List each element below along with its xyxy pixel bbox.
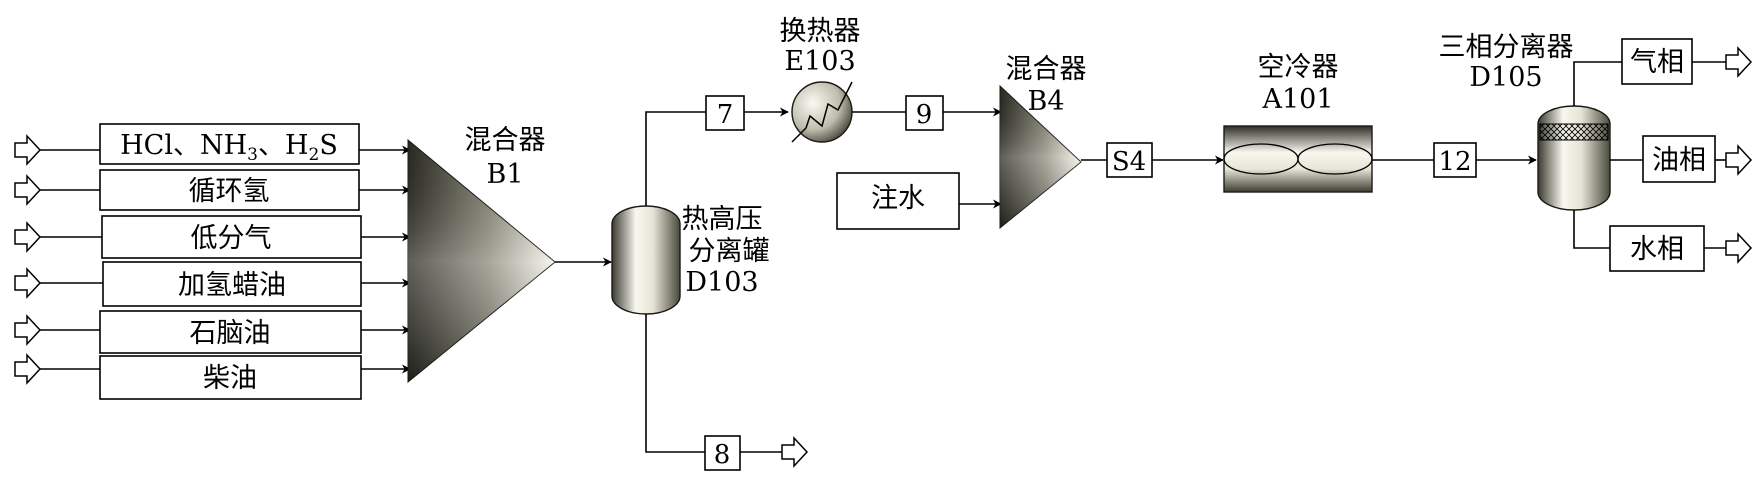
feed-naphtha: 石脑油 bbox=[14, 310, 411, 354]
separator-d103-vessel-icon bbox=[611, 205, 681, 315]
stream-8-label: 8 bbox=[714, 440, 731, 470]
separator-d105-label: 三相分离器 bbox=[1439, 32, 1574, 63]
stream-8-box bbox=[704, 435, 741, 471]
feed-label-low-pressure-gas: 低分气 bbox=[191, 223, 272, 254]
air-cooler-a101-id: A101 bbox=[1261, 84, 1333, 115]
feed-inlet-arrow-icon bbox=[14, 267, 42, 299]
feed-label-hydro-wax-oil: 加氢蜡油 bbox=[178, 270, 286, 301]
water-phase-label: 水相 bbox=[1630, 234, 1684, 265]
mixer-b4-label: 混合器 bbox=[1006, 54, 1087, 85]
feed-low-pressure-gas: 低分气 bbox=[14, 215, 411, 259]
feed-label-hcl-nh3-h2s: HCl、NH3、H2S bbox=[120, 130, 338, 165]
separator-d103-label-1: 热高压 bbox=[682, 204, 763, 235]
feed-inlet-arrow-icon bbox=[14, 221, 42, 253]
air-cooler-a101-label: 空冷器 bbox=[1258, 52, 1339, 83]
product-outlet-arrow-icon bbox=[781, 436, 809, 468]
stream-7-box bbox=[705, 95, 745, 131]
mixer-b1-id: B1 bbox=[486, 159, 523, 190]
air-cooler-a101: 空冷器 A101 bbox=[1223, 52, 1373, 193]
mixer-b1: 混合器 B1 bbox=[407, 125, 556, 384]
water-injection-label: 注水 bbox=[871, 183, 925, 214]
stream-9-box bbox=[905, 95, 944, 131]
heat-exchanger-e103-label: 换热器 bbox=[780, 16, 861, 47]
gas-phase-box bbox=[1621, 38, 1693, 85]
gas-outlet-arrow-icon bbox=[1725, 46, 1753, 78]
feed-hydro-wax-oil: 加氢蜡油 bbox=[14, 261, 411, 307]
feed-inlet-arrow-icon bbox=[14, 134, 42, 166]
stream-9-label: 9 bbox=[916, 100, 933, 130]
stream-12-box bbox=[1433, 142, 1477, 178]
stream-s4-label: S4 bbox=[1112, 147, 1146, 177]
feed-streams: HCl、NH3、H2S 循环氢 低分气 加氢蜡油 bbox=[14, 123, 411, 400]
mixer-b4: 混合器 B4 bbox=[999, 54, 1087, 230]
heat-exchanger-e103: 换热器 E103 bbox=[780, 16, 861, 143]
separator-d105: 三相分离器 D105 bbox=[1439, 32, 1611, 211]
feed-inlet-arrow-icon bbox=[14, 174, 42, 206]
feed-diesel: 柴油 bbox=[14, 353, 411, 400]
oil-outlet-arrow-icon bbox=[1725, 144, 1753, 176]
water-outlet-arrow-icon bbox=[1725, 232, 1753, 264]
water-injection-box bbox=[836, 172, 960, 230]
separator-d103: 热高压 分离罐 D103 bbox=[611, 204, 770, 315]
feed-recycle-hydrogen: 循环氢 bbox=[14, 169, 411, 211]
feed-label-recycle-hydrogen: 循环氢 bbox=[189, 176, 270, 207]
separator-d105-vessel-icon bbox=[1537, 105, 1611, 211]
oil-phase-label: 油相 bbox=[1652, 145, 1706, 176]
mixer-b1-label: 混合器 bbox=[465, 125, 546, 156]
feed-hcl-nh3-h2s: HCl、NH3、H2S bbox=[14, 123, 411, 166]
feed-label-naphtha: 石脑油 bbox=[190, 318, 271, 349]
heat-exchanger-e103-id: E103 bbox=[784, 46, 855, 77]
feed-label-diesel: 柴油 bbox=[203, 363, 257, 394]
stream-s4-box bbox=[1106, 142, 1153, 178]
feed-inlet-arrow-icon bbox=[14, 314, 42, 346]
separator-d103-label-2: 分离罐 bbox=[689, 236, 770, 267]
feed-box-hcl-nh3-h2s bbox=[99, 123, 360, 165]
oil-phase-box bbox=[1642, 135, 1716, 183]
stream-7-label: 7 bbox=[717, 100, 734, 130]
mixer-b4-id: B4 bbox=[1027, 86, 1064, 117]
separator-d105-id: D105 bbox=[1469, 62, 1542, 93]
feed-inlet-arrow-icon bbox=[14, 353, 42, 385]
stream-12-label: 12 bbox=[1438, 147, 1471, 177]
gas-phase-label: 气相 bbox=[1630, 47, 1684, 78]
separator-d103-id: D103 bbox=[685, 267, 758, 298]
